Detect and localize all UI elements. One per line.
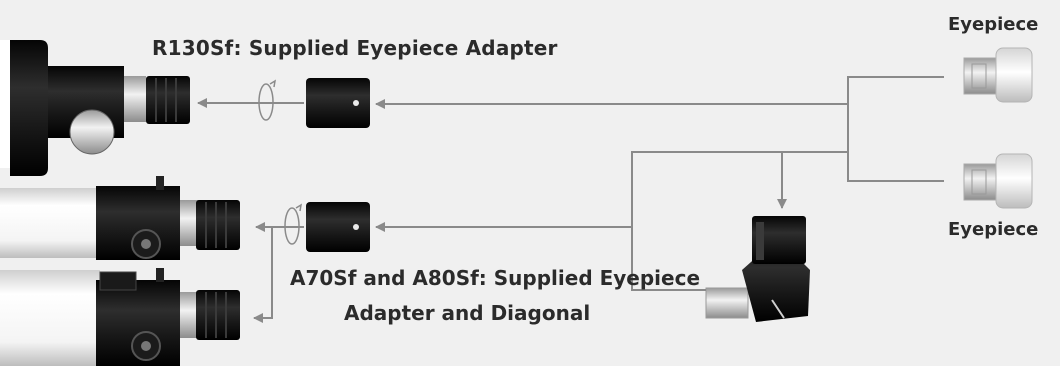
a80sf-telescope — [0, 268, 240, 366]
r130sf-telescope — [0, 40, 190, 176]
eyepiece-label-top: Eyepiece — [948, 14, 1039, 35]
a70sf-label-line1: A70Sf and A80Sf: Supplied Eyepiece — [290, 266, 701, 290]
rotate-icon — [284, 203, 303, 245]
connector-lines — [197, 76, 944, 323]
r130sf-label: R130Sf: Supplied Eyepiece Adapter — [152, 36, 558, 60]
a70sf-telescope — [0, 176, 240, 260]
rotate-icon — [258, 79, 277, 121]
eyepiece-adapter-middle — [306, 202, 370, 252]
eyepiece-adapter-top — [306, 78, 370, 128]
eyepiece-label-bottom: Eyepiece — [948, 219, 1039, 240]
eyepiece-top — [963, 47, 1033, 103]
eyepiece-bottom — [963, 153, 1033, 209]
a70sf-label-line2: Adapter and Diagonal — [344, 301, 591, 325]
star-diagonal — [705, 216, 810, 322]
